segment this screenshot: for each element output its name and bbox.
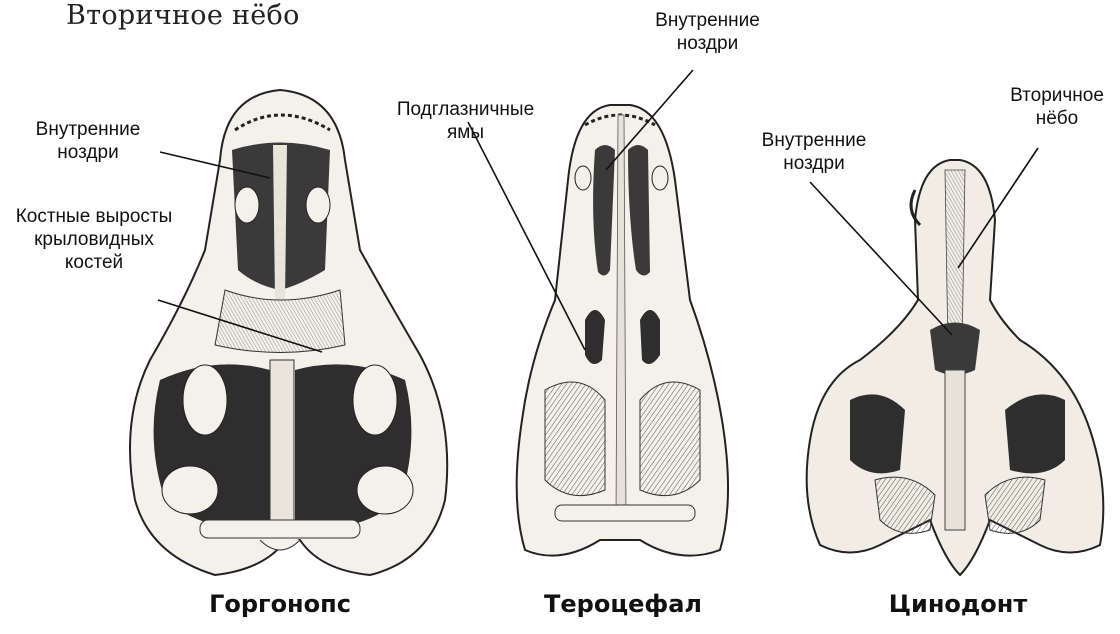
caption-therocephalian: Тероцефал: [503, 590, 743, 618]
therocephalian-skull: [517, 105, 728, 556]
label-pterygoid-processes: Костные выросты крыловидных костей: [8, 205, 180, 274]
gorgonops-skull: [130, 90, 447, 575]
label-suborbital-fossae: Подглазничные ямы: [378, 98, 553, 144]
label-therocephalian-internal-nostrils: Внутренние ноздри: [635, 9, 780, 55]
caption-cynodont: Цинодонт: [838, 590, 1078, 618]
label-gorgonops-internal-nostrils: Внутренние ноздри: [12, 118, 164, 164]
label-cynodont-internal-nostrils: Внутренние ноздри: [738, 129, 890, 175]
label-secondary-palate: Вторичное нёбо: [994, 84, 1120, 130]
cynodont-skull: [807, 160, 1104, 575]
caption-gorgonops: Горгонопс: [160, 590, 400, 618]
